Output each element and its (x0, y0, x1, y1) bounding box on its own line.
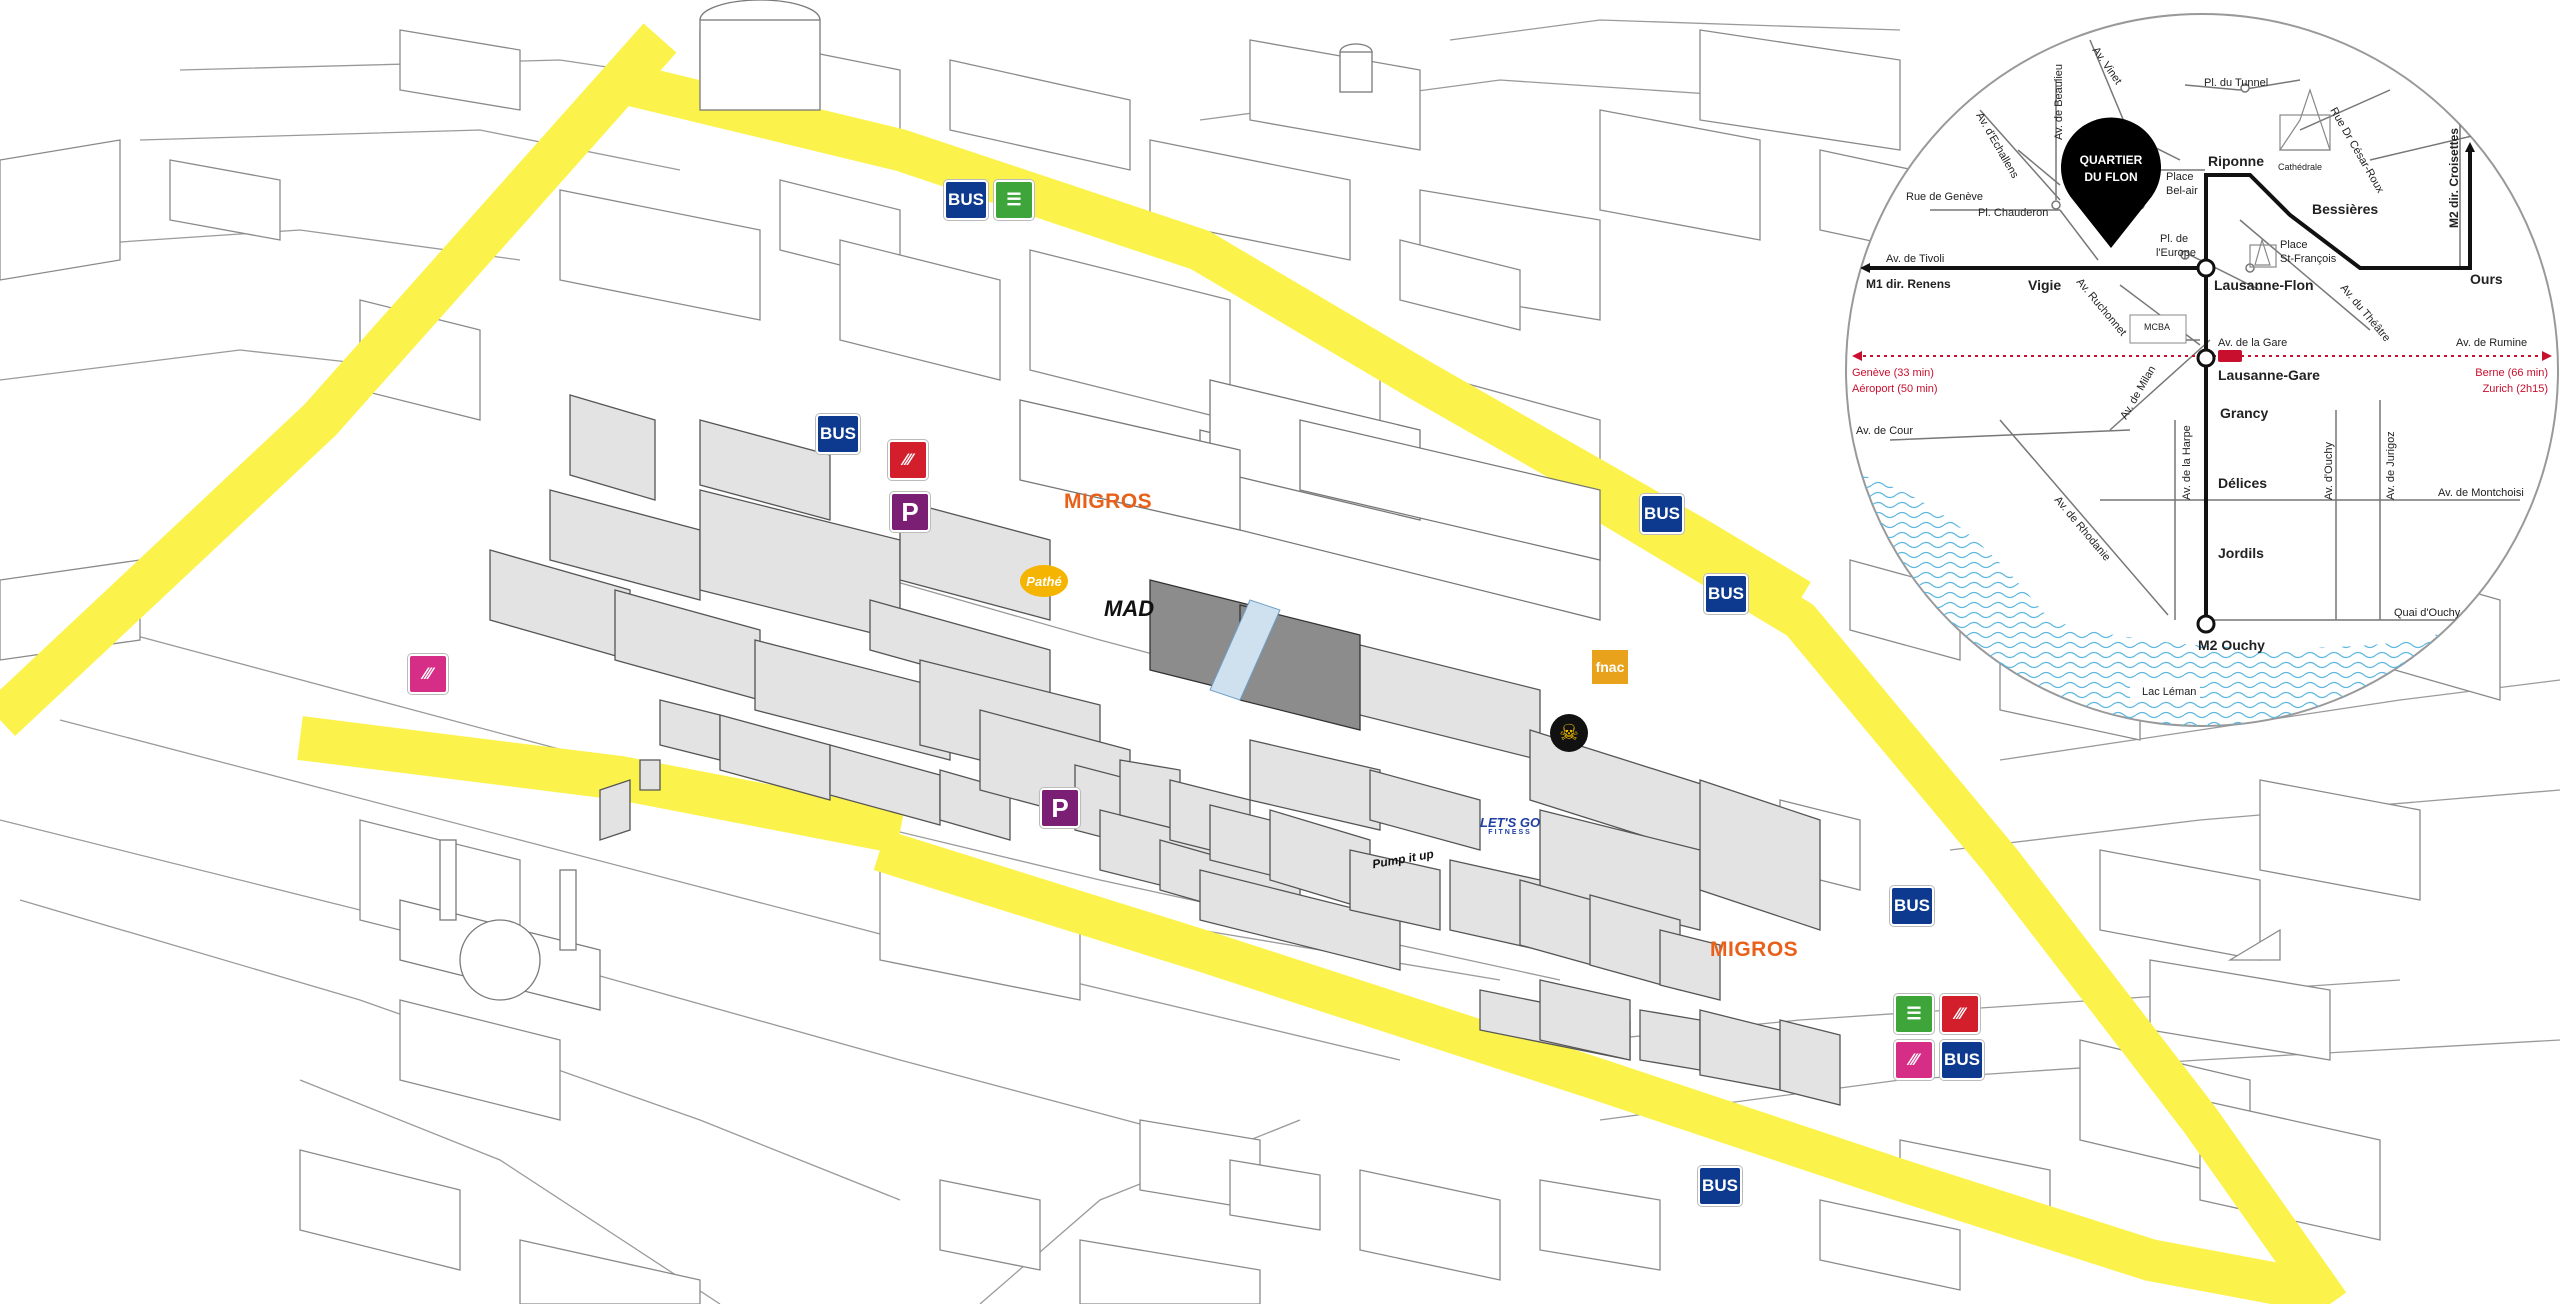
bus-stop-icon[interactable]: BUS (1940, 1040, 1984, 1080)
riponne-label: Riponne (2208, 153, 2264, 169)
pin-line2: DU FLON (2084, 170, 2137, 184)
rail-aeroport-label: Aéroport (50 min) (1852, 383, 1938, 395)
flon-buildings (489, 394, 1841, 1106)
inset-streets (1860, 39, 2541, 621)
rail-berne-label: Berne (66 min) (2475, 367, 2548, 379)
fnac-logo: fnac (1592, 650, 1628, 684)
tl-icon[interactable]: ⁄⁄⁄ (1940, 994, 1980, 1034)
jordils-label: Jordils (2218, 545, 2264, 561)
ours-label: Ours (2470, 271, 2503, 287)
main-roads (0, 23, 2347, 1304)
delices-label: Délices (2218, 475, 2267, 491)
station-lausanne-flon (2196, 258, 2216, 278)
parking-icon[interactable]: P (890, 492, 930, 532)
street-label: l'Europe (2156, 247, 2196, 259)
lets-go-fitness-logo: LET'S GO FITNESS (1480, 815, 1541, 838)
station-lausanne-gare (2196, 348, 2216, 368)
street-label: Av. de la Gare (2218, 337, 2287, 349)
street-label: Pl. Chauderon (1978, 207, 2048, 219)
rail-geneve-label: Genève (33 min) (1852, 367, 1934, 379)
rail-zurich-label: Zurich (2h15) (2483, 383, 2548, 395)
metro-inset-map: QUARTIER DU FLON Lausanne-Flon Lausanne-… (1845, 13, 2559, 727)
tl-icon[interactable]: ⁄⁄⁄ (888, 440, 928, 480)
street-label: Pl. de (2160, 233, 2188, 245)
pin-line1: QUARTIER (2080, 153, 2143, 167)
parking-icon[interactable]: P (1040, 788, 1080, 828)
ouchy-label: M2 Ouchy (2198, 637, 2265, 653)
street-label: Av. de Montchoisi (2438, 487, 2524, 499)
lake-flon-icon[interactable]: ⁄⁄⁄ (408, 654, 448, 694)
street-label: Place (2166, 171, 2194, 183)
m1-direction-label: M1 dir. Renens (1866, 277, 1951, 291)
street-label: Rue de Genève (1906, 191, 1983, 203)
lausanne-gare-label: Lausanne-Gare (2218, 367, 2320, 383)
street-label: MCBA (2144, 322, 2170, 332)
round-tower (699, 0, 1373, 111)
street-label: Cathédrale (2278, 162, 2322, 172)
cathedrale-sketch (2249, 88, 2331, 268)
lake-flon-icon[interactable]: ⁄⁄⁄ (1894, 1040, 1934, 1080)
migros-label: MIGROS (1710, 938, 1799, 961)
vigie-label: Vigie (2028, 277, 2061, 293)
pathe-logo: Pathé (1020, 565, 1068, 597)
grancy-label: Grancy (2220, 405, 2268, 421)
migros-label: MIGROS (1064, 490, 1153, 513)
bus-stop-icon[interactable]: BUS (1698, 1166, 1742, 1206)
fitness-label: FITNESS (1488, 829, 1532, 836)
street-label: Av. d'Ouchy (2323, 442, 2335, 500)
street-label: Av. de Tivoli (1886, 253, 1944, 265)
mad-logo: MAD (1104, 596, 1155, 621)
station-ouchy (2196, 614, 2216, 634)
lake-label: Lac Léman (2142, 686, 2196, 698)
bus-stop-icon[interactable]: BUS (1890, 886, 1934, 926)
skull-club-icon: ☠ (1550, 714, 1588, 752)
lausanne-flon-label: Lausanne-Flon (2214, 277, 2314, 293)
glass-roof (1209, 599, 1281, 701)
street-label: St-François (2280, 253, 2337, 265)
street-label: Bel-air (2166, 185, 2198, 197)
bus-stop-icon[interactable]: BUS (1640, 494, 1684, 534)
lets-go-label: LET'S GO (1480, 815, 1541, 830)
quartier-du-flon-pin (2061, 117, 2161, 249)
street-label: Av. de Cour (1856, 425, 1913, 437)
bus-stop-icon[interactable]: BUS (944, 180, 988, 220)
bessieres-label: Bessières (2312, 201, 2378, 217)
street-label: Av. de Jurigoz (2385, 431, 2397, 500)
street-label: Place (2280, 239, 2308, 251)
street-label: Av. de la Harpe (2181, 425, 2193, 500)
m2-line (2204, 150, 2472, 624)
street-label: Pl. du Tunnel (2204, 77, 2268, 89)
monument (399, 839, 601, 1011)
metro-m2-icon[interactable]: ☰ (994, 180, 1034, 220)
street-label: Av. de Beaulieu (2053, 64, 2065, 140)
bus-stop-icon[interactable]: BUS (816, 414, 860, 454)
street-label: Quai d'Ouchy (2394, 607, 2461, 619)
metro-m2-icon[interactable]: ☰ (1894, 994, 1934, 1034)
m2-direction-label: M2 dir. Croisettes (2447, 128, 2461, 228)
tall-buildings (1019, 379, 1601, 621)
street-label: Av. de Rumine (2456, 337, 2527, 349)
bus-stop-icon[interactable]: BUS (1704, 574, 1748, 614)
